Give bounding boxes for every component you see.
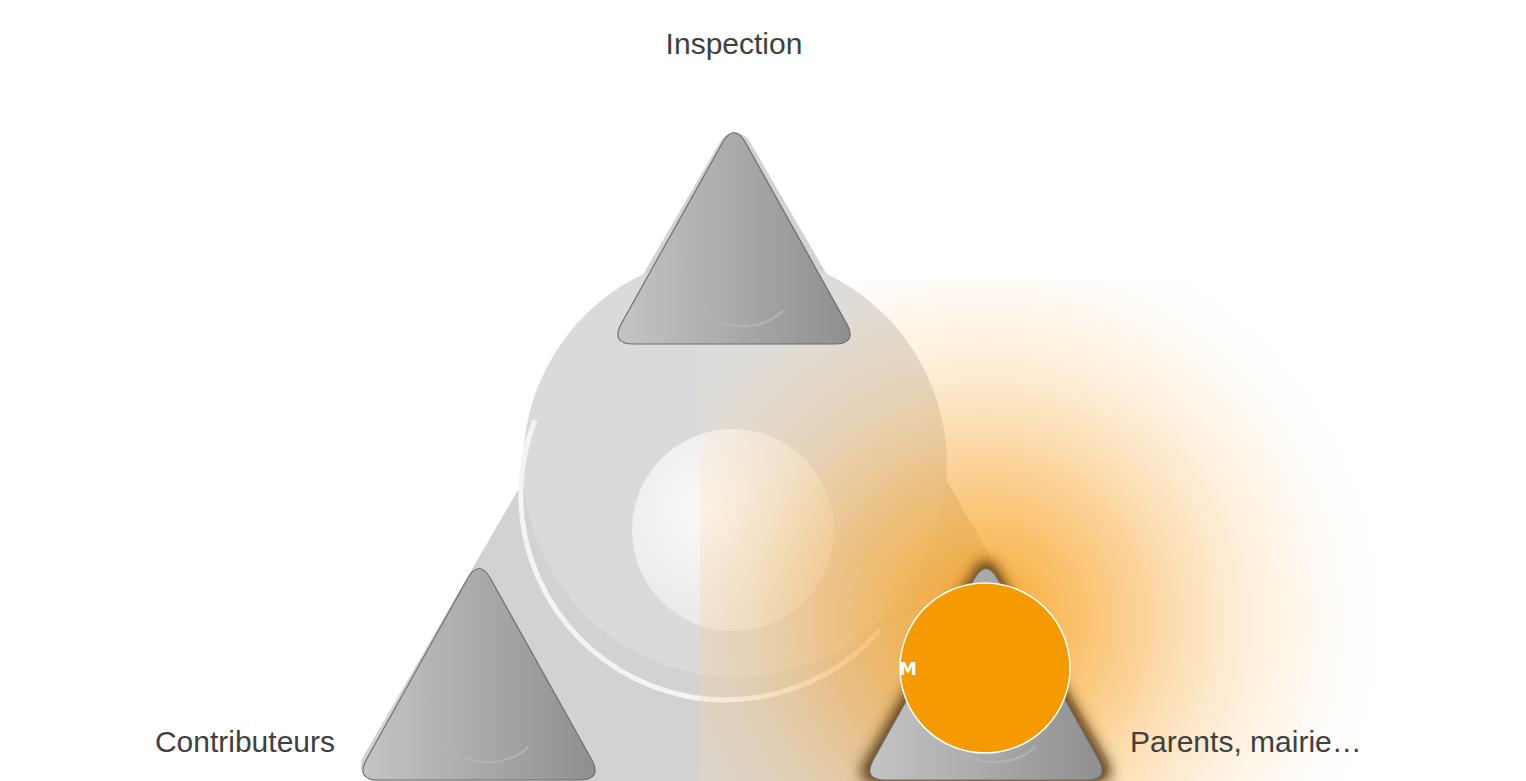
corner-triangle: Inspection <box>610 122 858 344</box>
orange-glow <box>700 280 1526 781</box>
corner-triangle: Parents, mairie…M <box>862 558 1110 780</box>
corner-label: Parents, mairie… <box>1130 724 1362 760</box>
corner-triangle: Contributeurs <box>355 558 603 780</box>
circle-shape <box>899 582 1071 754</box>
circle-letter: M <box>899 658 917 679</box>
faint-swirl <box>428 691 528 762</box>
circle-outline <box>900 583 1070 753</box>
triangle-outline <box>870 569 1102 781</box>
triangle-outline <box>618 133 850 345</box>
corner-label: Inspection <box>666 26 803 62</box>
corner-label: Contributeurs <box>155 724 335 760</box>
triangle-outline <box>363 569 595 781</box>
triangle-shape <box>355 558 603 780</box>
faint-swirl <box>683 255 783 326</box>
triangle-shape <box>610 122 858 344</box>
highlight-circle: M <box>899 582 1071 754</box>
